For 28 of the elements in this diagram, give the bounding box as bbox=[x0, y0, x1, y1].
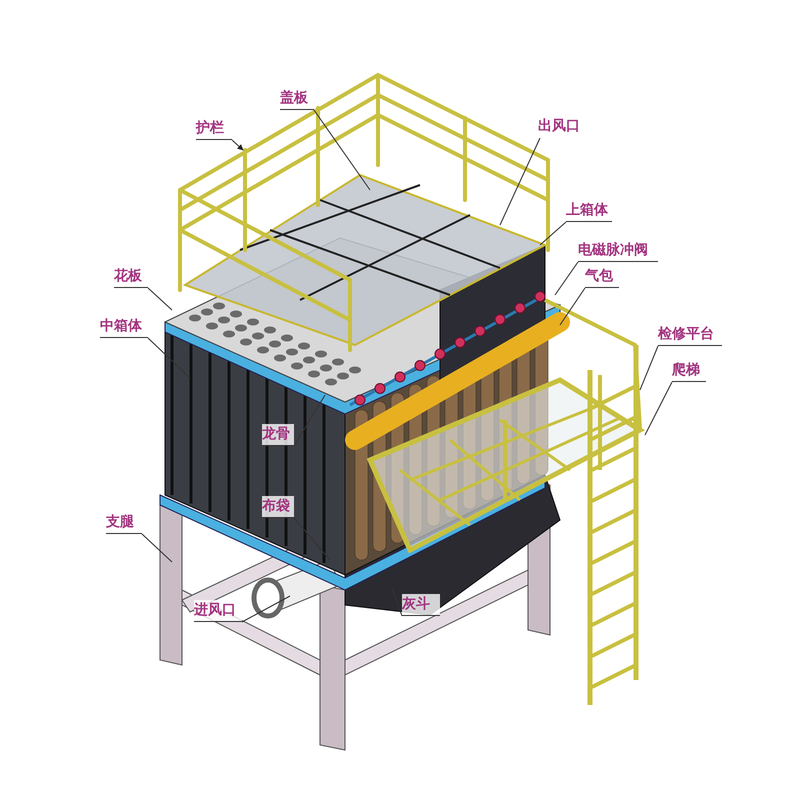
leader-line bbox=[540, 222, 566, 246]
leader-line bbox=[242, 596, 290, 622]
callout-label: 盖板 bbox=[280, 88, 314, 110]
leader-line bbox=[640, 346, 658, 390]
leader-line bbox=[644, 382, 672, 436]
callout-label: 支腿 bbox=[106, 512, 142, 534]
callout-label: 进风口 bbox=[194, 600, 242, 622]
leader-line bbox=[560, 288, 586, 326]
leader-line bbox=[500, 138, 540, 226]
leader-line bbox=[148, 338, 190, 378]
leader-line bbox=[294, 394, 326, 446]
callout-label: 上箱体 bbox=[566, 200, 612, 222]
callout-label: 爬梯 bbox=[672, 360, 706, 382]
leader-line bbox=[314, 110, 370, 190]
callout-label: 电磁脉冲阀 bbox=[578, 240, 658, 262]
callout-label: 检修平台 bbox=[658, 324, 722, 346]
callout-label: 布袋 bbox=[262, 496, 294, 518]
leader-line bbox=[294, 518, 330, 560]
leader-line bbox=[142, 534, 172, 562]
callout-label: 灰斗 bbox=[402, 594, 440, 616]
callout-label: 花板 bbox=[114, 266, 148, 288]
callout-label: 中箱体 bbox=[100, 316, 148, 338]
callout-label: 气包 bbox=[585, 266, 619, 288]
leader-line bbox=[554, 262, 578, 296]
callout-label: 龙骨 bbox=[262, 424, 294, 446]
leader-line bbox=[148, 288, 172, 310]
callout-label: 护栏 bbox=[196, 118, 232, 140]
leader-line bbox=[232, 140, 244, 150]
